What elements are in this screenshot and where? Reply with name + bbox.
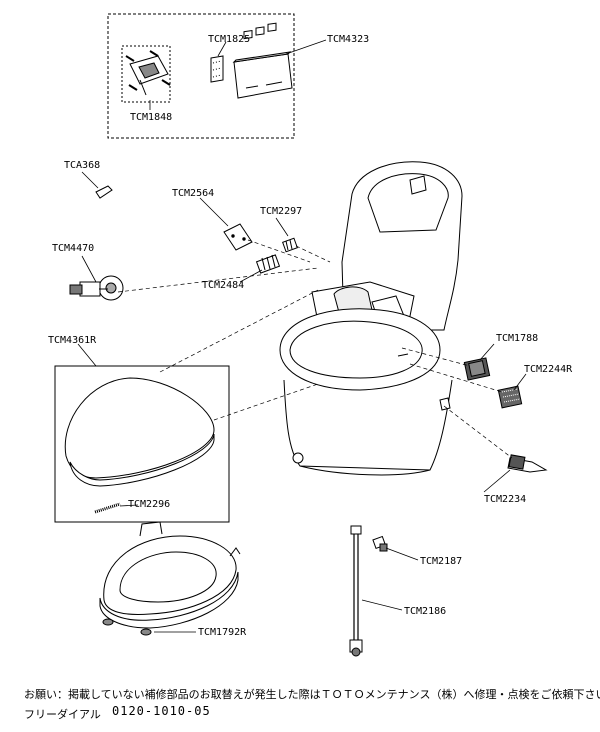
label-tcm4323: TCM4323: [327, 34, 370, 45]
seat-cover-box: [54, 365, 230, 523]
toilet-seat-part: [99, 521, 241, 636]
label-tcm2187: TCM2187: [420, 556, 463, 567]
label-tcm2244r: TCM2244R: [524, 364, 573, 375]
filter-part: [463, 357, 491, 381]
label-tcm2234: TCM2234: [484, 494, 527, 505]
label-tcm1848: TCM1848: [130, 112, 173, 123]
label-tcm1792r: TCM1792R: [198, 627, 247, 638]
label-tcm1825: TCM1825: [208, 34, 251, 45]
label-tcm1788: TCM1788: [496, 333, 539, 344]
nut-part: [372, 535, 388, 552]
label-tcm2296: TCM2296: [128, 499, 171, 510]
joint-fitting-part: [255, 254, 281, 274]
battery-cover-part: [210, 55, 224, 83]
seat-cover-part: [64, 377, 215, 487]
label-tcm4470: TCM4470: [52, 243, 95, 254]
drain-plug-part: [507, 454, 548, 473]
label-tca368: TCA368: [64, 160, 101, 171]
remote-group-box: [107, 13, 295, 139]
deodorizer-filter-part: [497, 385, 523, 409]
free-dial-label: フリーダイアル: [24, 708, 101, 721]
remote-control-part: [232, 22, 293, 99]
spring-part: [94, 502, 121, 514]
label-tcm4361r: TCM4361R: [48, 335, 97, 346]
label-tcm2564: TCM2564: [172, 188, 215, 199]
screw-part: [282, 237, 298, 253]
mounting-plate-part: [223, 223, 253, 251]
repair-notice: お願い：掲載していない補修部品のお取替えが発生した際はＴＯＴＯメンテナンス（株）…: [24, 688, 600, 701]
label-tcm2484: TCM2484: [202, 280, 245, 291]
assembly-lines: [117, 239, 513, 459]
lever-part: [95, 185, 113, 199]
wall-plate-part: [121, 45, 171, 103]
supply-hose-part: [349, 525, 363, 657]
phone-number: 0120-1010-05: [112, 704, 211, 718]
stop-valve-part: [69, 275, 124, 301]
label-tcm2297: TCM2297: [260, 206, 303, 217]
label-tcm2186: TCM2186: [404, 606, 447, 617]
toilet-body: [279, 161, 463, 476]
